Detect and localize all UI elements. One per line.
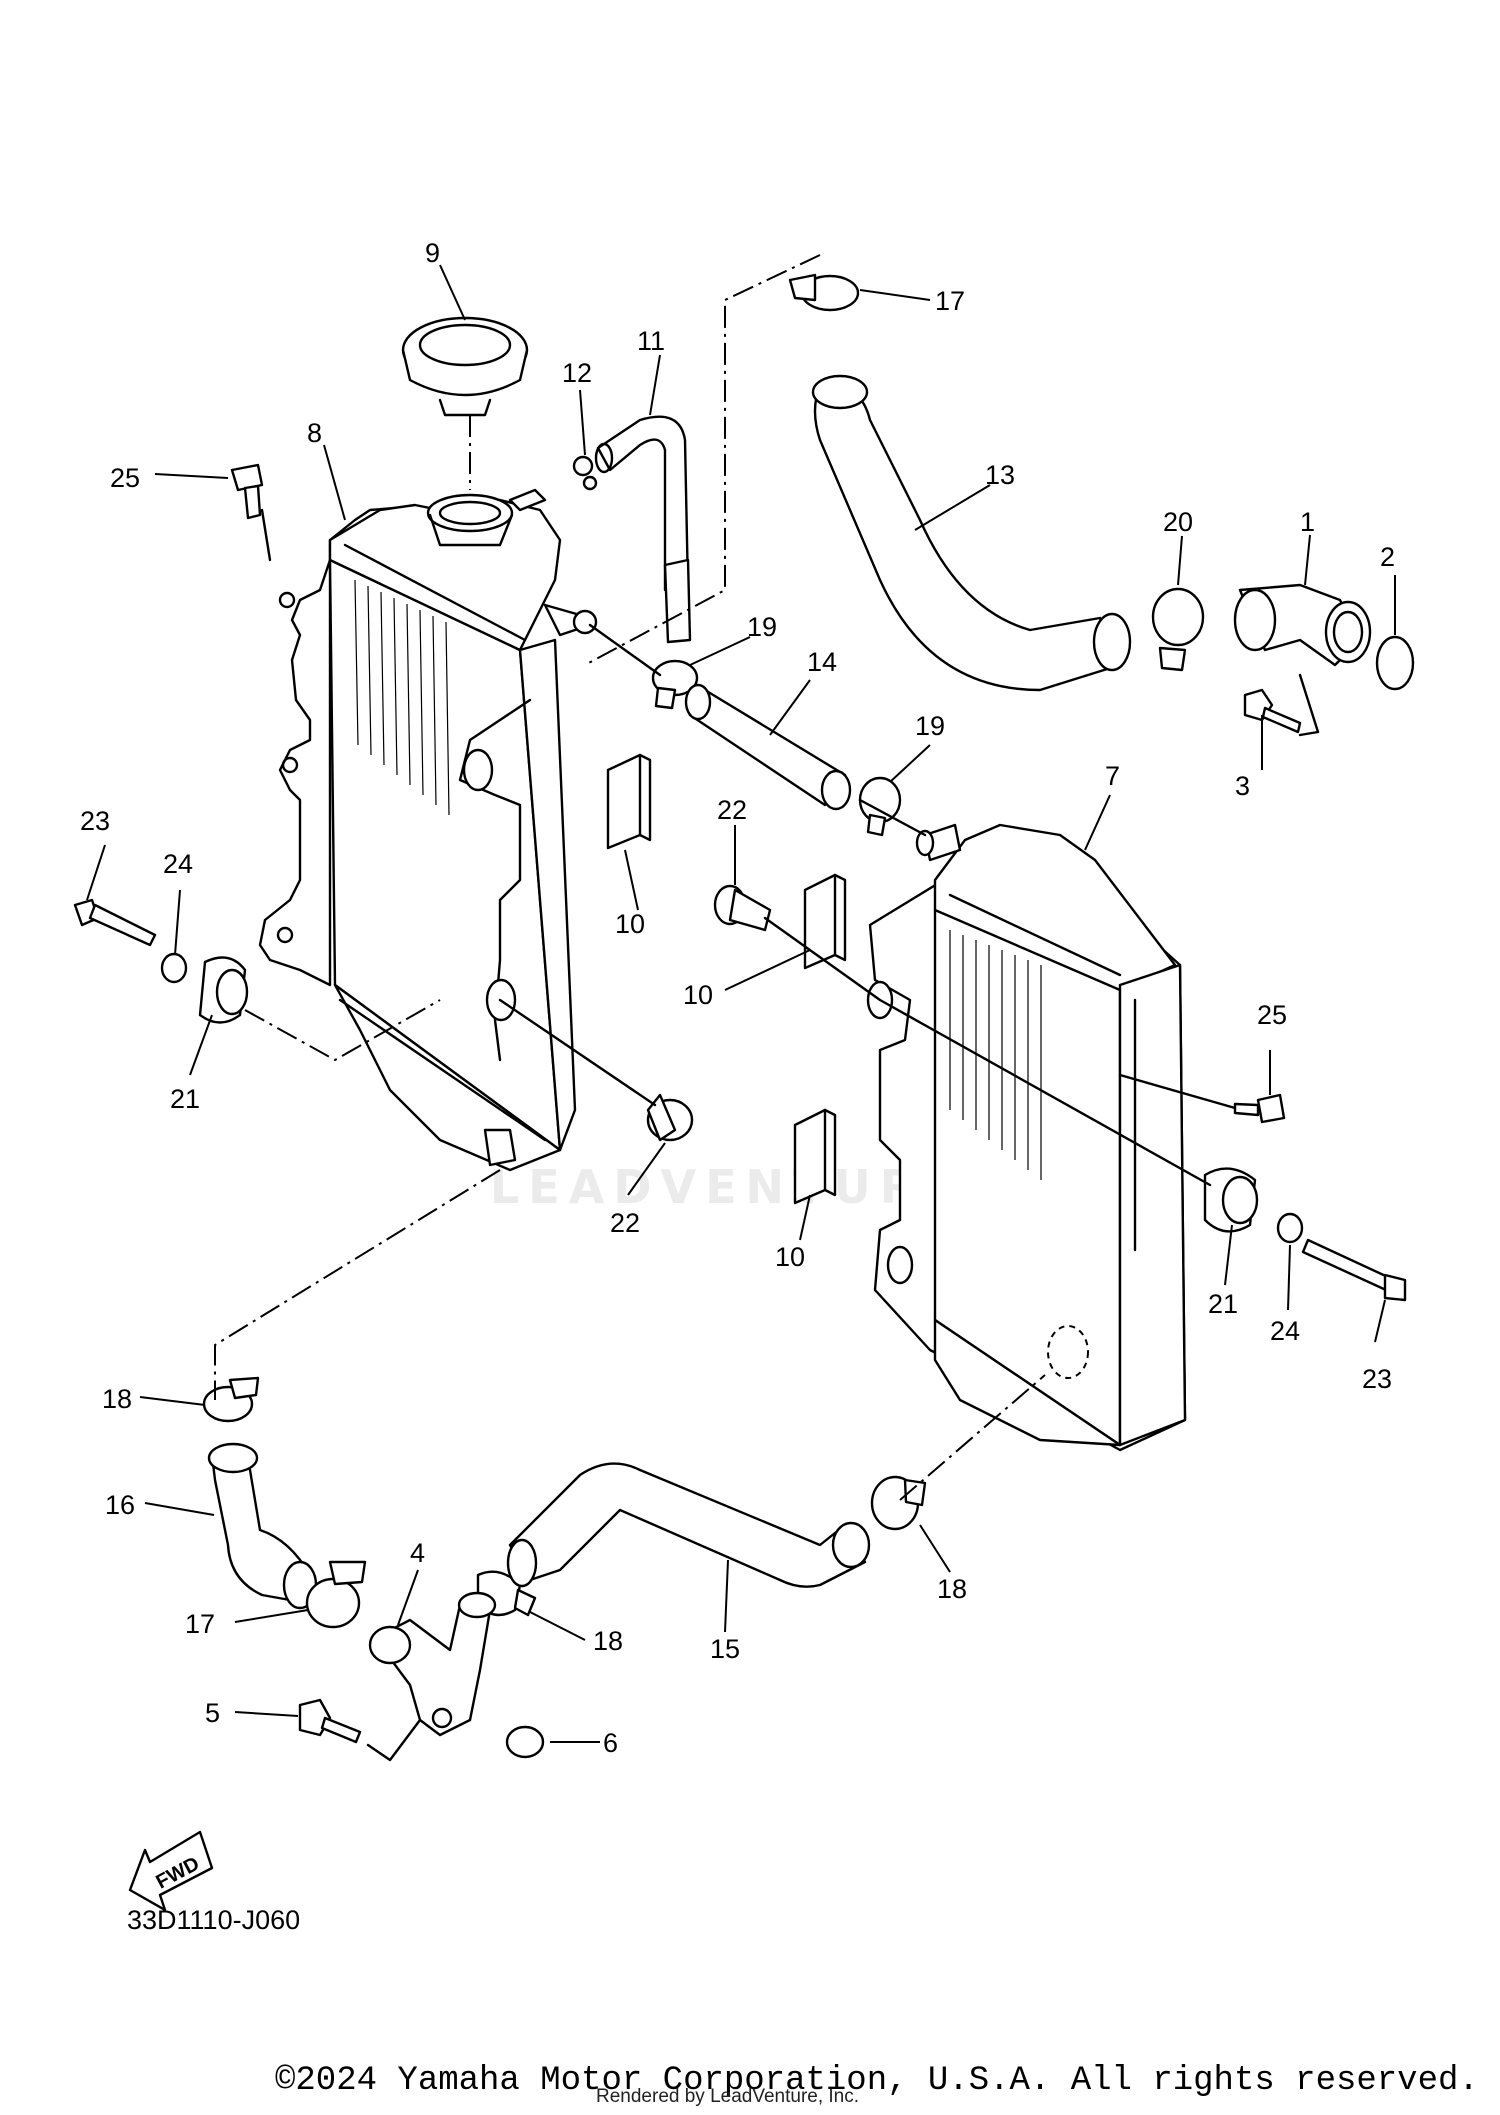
coolant-pipe-4[interactable]	[368, 1591, 497, 1737]
upper-radiator-hose[interactable]	[811, 374, 1132, 692]
hose-clamp-18-right[interactable]	[870, 1475, 927, 1531]
callout-18-upper: 18	[102, 1384, 132, 1414]
left-radiator-fins	[354, 579, 450, 816]
callout-25-left: 25	[110, 463, 140, 493]
callout-15: 15	[710, 1634, 740, 1664]
damper-10-lower[interactable]	[793, 1108, 837, 1205]
hose-clamp-20[interactable]	[1151, 587, 1205, 672]
damper-10-left[interactable]	[606, 753, 652, 850]
hose-clamp-19-upper[interactable]	[651, 659, 699, 710]
callout-11: 11	[637, 326, 665, 356]
forward-arrow-icon: FWD	[128, 1830, 214, 1912]
callout-25-right: 25	[1257, 1000, 1287, 1030]
callout-24-left: 24	[163, 849, 193, 879]
collar-22-right[interactable]	[713, 884, 772, 932]
watermark-text: LEADVENTURE	[490, 1160, 965, 1214]
o-ring-2[interactable]	[1375, 635, 1415, 691]
callout-13: 13	[985, 460, 1015, 490]
callout-18-lower: 18	[593, 1626, 623, 1656]
callout-23-right: 23	[1362, 1364, 1392, 1394]
callout-14: 14	[807, 647, 837, 677]
callout-24-right: 24	[1270, 1316, 1300, 1346]
radiator-cap[interactable]	[401, 316, 529, 417]
washer-24-right[interactable]	[1276, 1212, 1304, 1244]
hose-clip[interactable]	[572, 455, 598, 491]
callout-20: 20	[1163, 507, 1193, 537]
grommet-21-left[interactable]	[198, 956, 249, 1024]
callout-numbers: 9 8 25 12 11 17 13 20 1 2 3 19 14 19 7 1…	[80, 238, 1395, 1758]
water-pump-elbow[interactable]	[1233, 583, 1372, 667]
right-radiator[interactable]	[866, 823, 1187, 1452]
left-radiator[interactable]	[258, 488, 598, 1172]
hose-clamp-18-upper[interactable]	[202, 1376, 260, 1423]
breather-hose[interactable]	[594, 415, 692, 644]
connecting-pipe[interactable]	[684, 683, 852, 811]
callout-3: 3	[1235, 771, 1250, 801]
hose-clamp-18-lower[interactable]	[476, 1570, 537, 1617]
hose-clamp-19-lower[interactable]	[858, 776, 902, 837]
callout-19-upper: 19	[747, 612, 777, 642]
callout-2: 2	[1380, 542, 1395, 572]
assembly-lines	[214, 254, 1320, 1762]
callout-1: 1	[1300, 507, 1315, 537]
bolt-25-right[interactable]	[1233, 1093, 1286, 1124]
collar-22-left[interactable]	[646, 1093, 694, 1142]
hose-clamp-upper[interactable]	[788, 273, 860, 312]
callout-21-left: 21	[170, 1084, 200, 1114]
callout-23-left: 23	[80, 806, 110, 836]
diagram-code: 33D1110-J060	[127, 1905, 301, 1935]
callout-10-lower: 10	[775, 1242, 805, 1272]
callout-21-right: 21	[1208, 1289, 1238, 1319]
copyright-notice: ©2024 Yamaha Motor Corporation, U.S.A. A…	[275, 2062, 1479, 2100]
bolt-5[interactable]	[298, 1698, 362, 1744]
hose-clamp-17-lower[interactable]	[305, 1560, 367, 1629]
bolt-3[interactable]	[1243, 688, 1302, 734]
right-radiator-fins	[949, 930, 1042, 1180]
callout-17-upper: 17	[935, 286, 965, 316]
washer-24-left[interactable]	[160, 952, 188, 984]
damper-10-middle[interactable]	[803, 873, 847, 970]
callout-10-left: 10	[615, 909, 645, 939]
bolt-23-left[interactable]	[73, 898, 157, 947]
callout-17-lower: 17	[185, 1609, 215, 1639]
bolt-25-left[interactable]	[230, 463, 264, 520]
callout-19-lower: 19	[915, 711, 945, 741]
callout-4: 4	[410, 1538, 425, 1568]
callout-12: 12	[562, 358, 592, 388]
callout-18-right: 18	[937, 1574, 967, 1604]
lower-hose-16[interactable]	[207, 1442, 318, 1610]
lower-radiator-hose-15[interactable]	[506, 1462, 871, 1588]
callout-9: 9	[425, 238, 440, 268]
callout-leaders	[86, 264, 1396, 1743]
callout-22-right: 22	[717, 795, 747, 825]
callout-8: 8	[307, 418, 322, 448]
o-ring-6[interactable]	[505, 1725, 545, 1759]
grommet-21-right[interactable]	[1203, 1167, 1259, 1233]
callout-7: 7	[1105, 761, 1120, 791]
callout-5: 5	[205, 1698, 220, 1728]
callout-10-middle: 10	[683, 980, 713, 1010]
callout-16: 16	[105, 1490, 135, 1520]
rendered-by-text: Rendered by LeadVenture, Inc.	[596, 2086, 860, 2107]
callout-22-left: 22	[610, 1208, 640, 1238]
bolt-23-right[interactable]	[1301, 1238, 1407, 1302]
callout-6: 6	[603, 1728, 618, 1758]
